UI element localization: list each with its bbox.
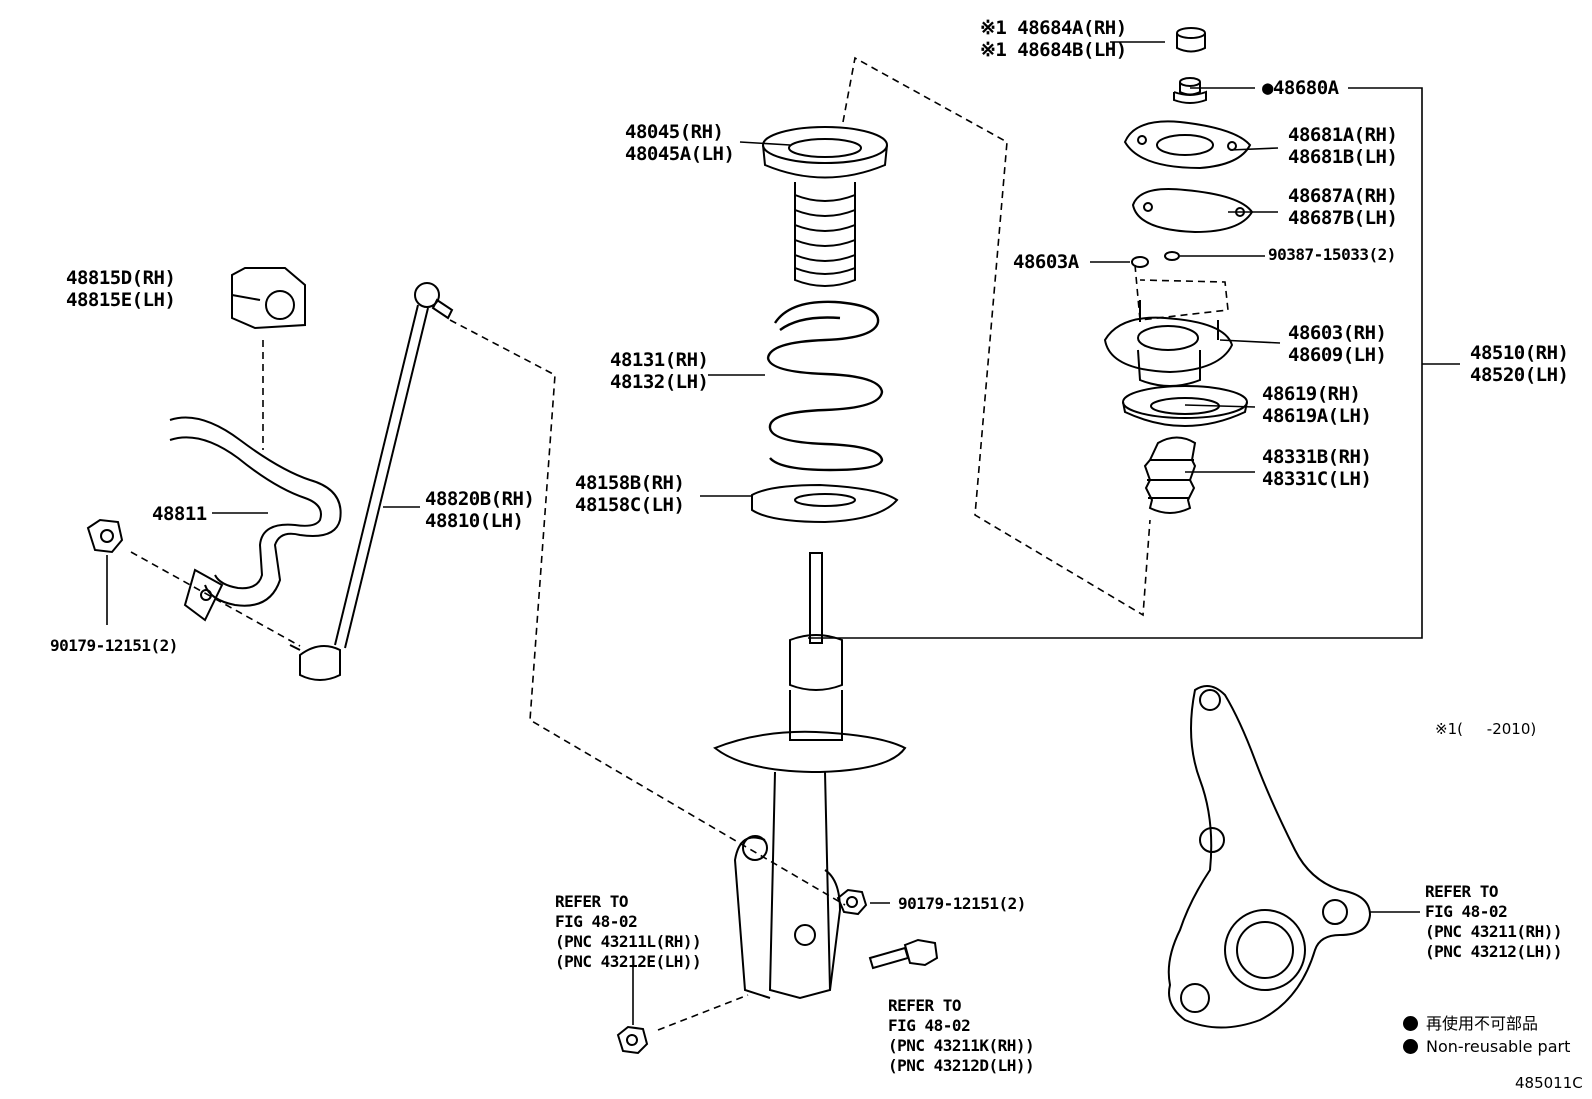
label-48603A: 48603A xyxy=(1013,251,1079,273)
note-year: ※1( -2010) xyxy=(1435,720,1537,738)
bolt xyxy=(868,938,939,970)
small-nuts xyxy=(1131,251,1180,268)
bump-stop-48331 xyxy=(1143,436,1197,514)
label-90179-left: 90179-12151(2) xyxy=(50,636,178,655)
lower-insulator-48158 xyxy=(751,483,899,524)
upper-seat-boot-48045 xyxy=(762,126,888,287)
label-48687: 48687A(RH)48687B(LH) xyxy=(1288,185,1398,229)
shock-absorber xyxy=(713,552,907,1000)
stabilizer-link-48820 xyxy=(289,282,454,681)
dashed-relation-lines xyxy=(130,56,1229,1031)
label-48603: 48603(RH)48609(LH) xyxy=(1288,322,1387,366)
nut-lower-strut xyxy=(616,1025,649,1055)
label-48045: 48045(RH)48045A(LH) xyxy=(625,121,735,165)
nut-90179-right xyxy=(836,888,868,916)
bushing-48815 xyxy=(231,267,306,330)
label-48619: 48619(RH)48619A(LH) xyxy=(1262,383,1372,427)
coil-spring-48131 xyxy=(766,300,884,472)
label-48681: 48681A(RH)48681B(LH) xyxy=(1288,124,1398,168)
label-90179-right: 90179-12151(2) xyxy=(898,894,1026,913)
label-48680: ●48680A xyxy=(1262,77,1339,99)
plate-48681 xyxy=(1123,120,1252,170)
label-48811: 48811 xyxy=(152,503,207,525)
label-48684: ※1 48684A(RH)※1 48684B(LH) xyxy=(980,17,1127,61)
plate-48687 xyxy=(1131,188,1254,234)
label-48815: 48815D(RH)48815E(LH) xyxy=(66,267,176,311)
label-48158: 48158B(RH)48158C(LH) xyxy=(575,472,685,516)
label-48820: 48820B(RH)48810(LH) xyxy=(425,488,535,532)
label-48131: 48131(RH)48132(LH) xyxy=(610,349,709,393)
leader-lines xyxy=(106,41,1460,1025)
label-48510: 48510(RH)48520(LH) xyxy=(1470,342,1569,386)
steering-knuckle xyxy=(1167,685,1372,1029)
legend-non-reusable-en: Non-reusable part xyxy=(1403,1037,1570,1056)
stabilizer-bar-48811 xyxy=(169,416,342,622)
label-90387: 90387-15033(2) xyxy=(1268,245,1396,264)
strut-mount-48603 xyxy=(1103,300,1234,387)
label-48331: 48331B(RH)48331C(LH) xyxy=(1262,446,1372,490)
legend-non-reusable-ja: 再使用不可部品 xyxy=(1403,1010,1538,1034)
bullet-icon xyxy=(1403,1039,1418,1054)
bearing-48619 xyxy=(1122,385,1248,427)
bullet-icon xyxy=(1403,1016,1418,1031)
figure-id: 485011C xyxy=(1515,1074,1583,1092)
nut-48680 xyxy=(1173,77,1207,104)
nut-90179-left xyxy=(86,518,124,554)
cap-48684 xyxy=(1176,27,1206,53)
